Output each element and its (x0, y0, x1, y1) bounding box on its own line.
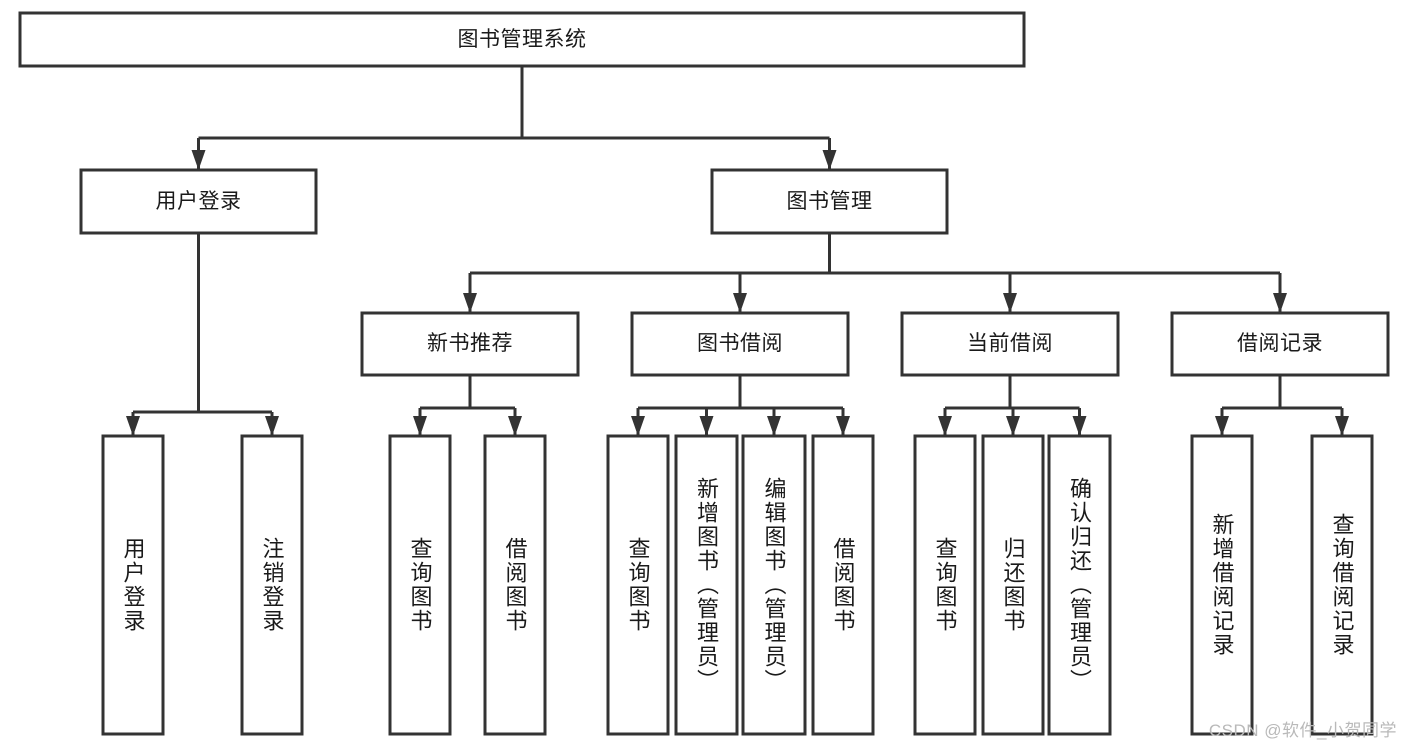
arrow-head-icon (191, 150, 206, 170)
arrow-head-icon (836, 416, 850, 436)
node-boxes (18, 11, 1390, 736)
arrow-head-icon (1006, 416, 1020, 436)
node-box-book-manage (710, 168, 949, 235)
arrow-head-icon (1003, 293, 1017, 313)
node-box-new-book-recommend (360, 311, 580, 377)
node-box-user-login (79, 168, 318, 235)
arrow-head-icon (508, 416, 522, 436)
arrow-head-icon (822, 150, 837, 170)
arrow-head-icon (265, 416, 279, 436)
arrow-head-icon (413, 416, 427, 436)
arrow-head-icon (1335, 416, 1349, 436)
node-box-return-book (981, 434, 1045, 736)
watermark-text: CSDN @软件_小贺同学 (1208, 721, 1397, 740)
arrow-head-icon (463, 293, 477, 313)
node-box-borrow-record (1170, 311, 1390, 377)
node-box-add-book-admin (674, 434, 739, 736)
node-box-confirm-return-admin (1047, 434, 1112, 736)
arrow-head-icon (1273, 293, 1287, 313)
node-box-query-book-2 (606, 434, 670, 736)
node-box-add-borrow-record (1190, 434, 1254, 736)
node-box-borrow-book-1 (483, 434, 547, 736)
arrow-head-icon (733, 293, 747, 313)
node-box-current-borrow (900, 311, 1120, 377)
node-box-root (18, 11, 1026, 68)
node-box-book-borrow (630, 311, 850, 377)
arrow-head-icon (767, 416, 781, 436)
node-box-user-login-do (101, 434, 165, 736)
arrow-head-icon (1215, 416, 1229, 436)
node-box-borrow-book-2 (811, 434, 875, 736)
node-box-query-book-3 (913, 434, 977, 736)
node-box-user-logout (240, 434, 304, 736)
arrow-head-icon (126, 416, 140, 436)
node-box-query-borrow-record (1310, 434, 1374, 736)
arrow-head-icon (1072, 416, 1087, 436)
connector-edges (126, 66, 1349, 436)
node-box-query-book-1 (388, 434, 452, 736)
arrow-head-icon (699, 416, 714, 436)
arrow-head-icon (631, 416, 645, 436)
node-box-edit-book-admin (741, 434, 807, 736)
arrow-head-icon (938, 416, 952, 436)
